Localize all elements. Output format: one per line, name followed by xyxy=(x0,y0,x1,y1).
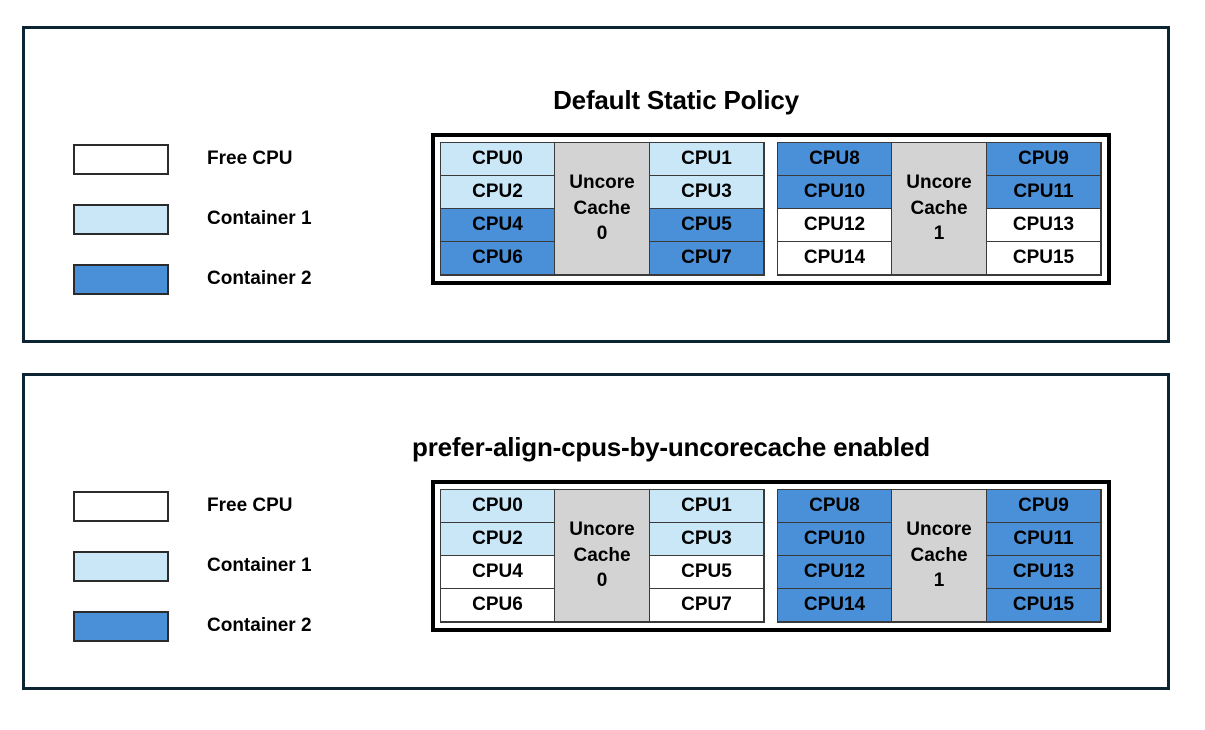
cpu-cell: CPU7 xyxy=(649,241,764,275)
cpu-cell: CPU14 xyxy=(777,241,892,275)
uncore-cache-line-1: Uncore xyxy=(569,519,635,541)
page-title: Default Static Policy xyxy=(553,85,799,115)
uncore-cache-group-1: CPU8 CPU10 CPU12 CPU14 Uncore Cache 1 CP… xyxy=(777,142,1102,276)
cpu-topology-diagram: CPU0 CPU2 CPU4 CPU6 Uncore Cache 0 CPU1 … xyxy=(431,480,1111,632)
cpu-cell: CPU13 xyxy=(986,208,1101,242)
cpu-cell: CPU15 xyxy=(986,588,1101,622)
uncore-cache-group-0: CPU0 CPU2 CPU4 CPU6 Uncore Cache 0 CPU1 … xyxy=(440,142,765,276)
cpu-column-right: CPU9 CPU11 CPU13 CPU15 xyxy=(986,142,1101,275)
cpu-cell: CPU5 xyxy=(649,555,764,589)
uncore-cache-index: 0 xyxy=(596,570,608,592)
legend-swatch-free-cpu xyxy=(73,143,169,175)
cpu-cell: CPU11 xyxy=(986,175,1101,209)
cpu-cell: CPU6 xyxy=(440,588,555,622)
cpu-column-left: CPU8 CPU10 CPU12 CPU14 xyxy=(777,142,892,275)
cpu-cell: CPU10 xyxy=(777,175,892,209)
cpu-column-right: CPU9 CPU11 CPU13 CPU15 xyxy=(986,489,1101,622)
cpu-cell: CPU12 xyxy=(777,555,892,589)
cpu-cell: CPU7 xyxy=(649,588,764,622)
cpu-column-right: CPU1 CPU3 CPU5 CPU7 xyxy=(649,489,764,622)
cpu-column-right: CPU1 CPU3 CPU5 CPU7 xyxy=(649,142,764,275)
panel-default-static-policy: Default Static Policy Free CPU Container… xyxy=(22,26,1170,343)
uncore-cache-block: Uncore Cache 0 xyxy=(554,142,650,275)
uncore-cache-index: 1 xyxy=(933,223,945,245)
cpu-cell: CPU9 xyxy=(986,142,1101,176)
uncore-cache-line-2: Cache xyxy=(573,197,631,219)
legend-item-container-2: Container 2 xyxy=(73,596,312,656)
cpu-column-left: CPU0 CPU2 CPU4 CPU6 xyxy=(440,142,555,275)
cpu-cell: CPU4 xyxy=(440,208,555,242)
uncore-cache-block: Uncore Cache 1 xyxy=(891,489,987,622)
cpu-cell: CPU14 xyxy=(777,588,892,622)
cpu-cell: CPU6 xyxy=(440,241,555,275)
uncore-cache-block: Uncore Cache 1 xyxy=(891,142,987,275)
cpu-cell: CPU2 xyxy=(440,522,555,556)
legend-swatch-container-2 xyxy=(73,263,169,295)
cpu-cell: CPU0 xyxy=(440,489,555,523)
legend-item-free-cpu: Free CPU xyxy=(73,476,312,536)
cpu-cell: CPU1 xyxy=(649,142,764,176)
uncore-cache-line-2: Cache xyxy=(573,544,631,566)
uncore-cache-index: 0 xyxy=(596,223,608,245)
uncore-cache-block: Uncore Cache 0 xyxy=(554,489,650,622)
cpu-cell: CPU1 xyxy=(649,489,764,523)
legend-label-container-1: Container 1 xyxy=(207,555,312,576)
uncore-cache-line-2: Cache xyxy=(910,544,968,566)
uncore-cache-line-1: Uncore xyxy=(569,172,635,194)
page-title: prefer-align-cpus-by-uncorecache enabled xyxy=(412,432,930,462)
cpu-topology-diagram: CPU0 CPU2 CPU4 CPU6 Uncore Cache 0 CPU1 … xyxy=(431,133,1111,285)
legend-label-container-2: Container 2 xyxy=(207,615,312,636)
legend-label-container-1: Container 1 xyxy=(207,208,312,229)
uncore-cache-group-1: CPU8 CPU10 CPU12 CPU14 Uncore Cache 1 CP… xyxy=(777,489,1102,623)
legend-label-container-2: Container 2 xyxy=(207,268,312,289)
uncore-cache-line-1: Uncore xyxy=(906,519,972,541)
uncore-cache-group-0: CPU0 CPU2 CPU4 CPU6 Uncore Cache 0 CPU1 … xyxy=(440,489,765,623)
legend-item-free-cpu: Free CPU xyxy=(73,129,312,189)
legend-item-container-1: Container 1 xyxy=(73,536,312,596)
legend: Free CPU Container 1 Container 2 xyxy=(73,476,312,656)
cpu-cell: CPU15 xyxy=(986,241,1101,275)
cpu-cell: CPU5 xyxy=(649,208,764,242)
legend-label-free-cpu: Free CPU xyxy=(207,495,293,516)
cpu-cell: CPU11 xyxy=(986,522,1101,556)
cpu-cell: CPU10 xyxy=(777,522,892,556)
legend-swatch-container-1 xyxy=(73,203,169,235)
cpu-cell: CPU2 xyxy=(440,175,555,209)
uncore-cache-line-1: Uncore xyxy=(906,172,972,194)
uncore-cache-line-2: Cache xyxy=(910,197,968,219)
legend-swatch-container-2 xyxy=(73,610,169,642)
cpu-column-left: CPU0 CPU2 CPU4 CPU6 xyxy=(440,489,555,622)
cpu-cell: CPU0 xyxy=(440,142,555,176)
legend-swatch-free-cpu xyxy=(73,490,169,522)
cpu-cell: CPU4 xyxy=(440,555,555,589)
cpu-cell: CPU3 xyxy=(649,522,764,556)
legend-item-container-2: Container 2 xyxy=(73,249,312,309)
cpu-column-left: CPU8 CPU10 CPU12 CPU14 xyxy=(777,489,892,622)
cpu-cell: CPU3 xyxy=(649,175,764,209)
panel-prefer-align-cpus-by-uncorecache: prefer-align-cpus-by-uncorecache enabled… xyxy=(22,373,1170,690)
cpu-cell: CPU12 xyxy=(777,208,892,242)
cpu-cell: CPU8 xyxy=(777,489,892,523)
legend-label-free-cpu: Free CPU xyxy=(207,148,293,169)
legend-item-container-1: Container 1 xyxy=(73,189,312,249)
legend: Free CPU Container 1 Container 2 xyxy=(73,129,312,309)
uncore-cache-index: 1 xyxy=(933,570,945,592)
cpu-cell: CPU13 xyxy=(986,555,1101,589)
legend-swatch-container-1 xyxy=(73,550,169,582)
cpu-cell: CPU9 xyxy=(986,489,1101,523)
cpu-cell: CPU8 xyxy=(777,142,892,176)
